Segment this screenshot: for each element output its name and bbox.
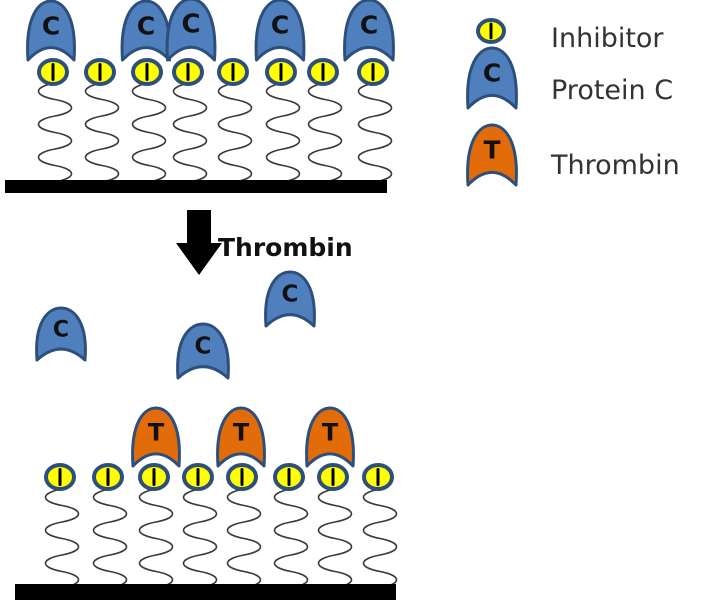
top-inhibitor	[172, 58, 204, 86]
thrombin-letter: T	[148, 418, 165, 446]
legend: C T Inhibitor Protein C Thrombin	[466, 18, 680, 187]
top-inhibitor	[131, 58, 163, 86]
linker-chain	[273, 488, 309, 589]
linker-chain	[44, 488, 80, 589]
top-inhibitor	[217, 58, 249, 86]
protein-c-letter: C	[360, 11, 378, 40]
reaction-arrow: Thrombin	[176, 210, 353, 275]
protein-c-letter: C	[53, 317, 69, 342]
thrombin-letter: T	[322, 418, 339, 446]
protein-c-letter: C	[181, 10, 200, 40]
released-protein-c: C	[264, 270, 316, 328]
linker-chain	[172, 82, 208, 183]
linker-chain	[265, 82, 301, 183]
top-inhibitor	[84, 58, 116, 86]
protein-c-letter: C	[282, 282, 299, 308]
bound-thrombin: T	[305, 406, 355, 468]
top-inhibitor	[265, 58, 297, 86]
top-surface-bar	[5, 180, 387, 193]
released-protein-c-group: C C C	[35, 270, 316, 380]
legend-inhibitor-icon	[476, 18, 506, 44]
released-protein-c: C	[35, 306, 87, 362]
protein-c-icon	[254, 0, 306, 62]
linker-chain	[182, 488, 218, 589]
bound-thrombin: T	[131, 406, 181, 468]
bottom-inhibitor	[138, 463, 170, 491]
thrombin-icon	[305, 406, 355, 468]
bottom-inhibitor	[92, 463, 124, 491]
bound-protein-c: C	[26, 0, 76, 62]
bottom-inhibitor	[362, 463, 394, 491]
protein-c-icon	[264, 270, 316, 328]
protein-c-letter: C	[137, 11, 155, 40]
bound-thrombin: T	[216, 406, 266, 468]
bottom-inhibitor	[44, 463, 76, 491]
linker-chain	[307, 82, 343, 183]
protein-c-icon	[176, 322, 230, 380]
bound-protein-c: C	[120, 0, 172, 62]
linker-chain	[138, 488, 174, 589]
legend-protein-c-icon: C	[466, 46, 518, 110]
protein-c-icon	[35, 306, 87, 362]
linker-chain	[217, 82, 253, 183]
protein-c-letter: C	[195, 334, 212, 360]
bound-protein-c: C	[343, 0, 395, 62]
legend-inhibitor-label: Inhibitor	[551, 23, 664, 54]
protein-c-icon	[466, 46, 518, 110]
linker-chain	[84, 82, 120, 183]
top-inhibitor	[307, 58, 339, 86]
protein-c-icon	[165, 0, 217, 62]
linker-chain	[92, 488, 128, 589]
top-inhibitor	[357, 58, 389, 86]
linker-chain	[226, 488, 262, 589]
thrombin-letter: T	[483, 136, 500, 165]
bottom-inhibitor	[317, 463, 349, 491]
bound-protein-c: C	[254, 0, 306, 62]
bound-protein-c: C	[165, 0, 217, 62]
bottom-inhibitor	[273, 463, 305, 491]
top-inhibitor	[37, 58, 69, 86]
protein-c-letter: C	[271, 11, 289, 40]
down-arrow-icon	[176, 210, 222, 275]
linker-chain	[37, 82, 73, 183]
protein-c-icon	[120, 0, 172, 62]
released-protein-c: C	[176, 322, 230, 380]
thrombin-letter: T	[233, 418, 250, 446]
linker-chain	[317, 488, 353, 589]
protein-c-letter: C	[42, 11, 60, 40]
bottom-surface-bar	[15, 584, 396, 600]
protein-c-icon	[26, 0, 76, 62]
protein-c-icon	[343, 0, 395, 62]
thrombin-icon	[216, 406, 266, 468]
legend-thrombin-icon: T	[466, 123, 518, 187]
thrombin-icon	[466, 123, 518, 187]
thrombin-icon	[131, 406, 181, 468]
bottom-inhibitor	[226, 463, 258, 491]
arrow-label: Thrombin	[218, 233, 353, 262]
linker-chain	[362, 488, 398, 589]
legend-protein-c-label: Protein C	[551, 75, 673, 106]
linker-chain	[357, 82, 393, 183]
linker-chain	[131, 82, 167, 183]
bottom-inhibitor	[182, 463, 214, 491]
legend-thrombin-label: Thrombin	[550, 150, 680, 181]
protein-c-letter: C	[483, 59, 501, 88]
